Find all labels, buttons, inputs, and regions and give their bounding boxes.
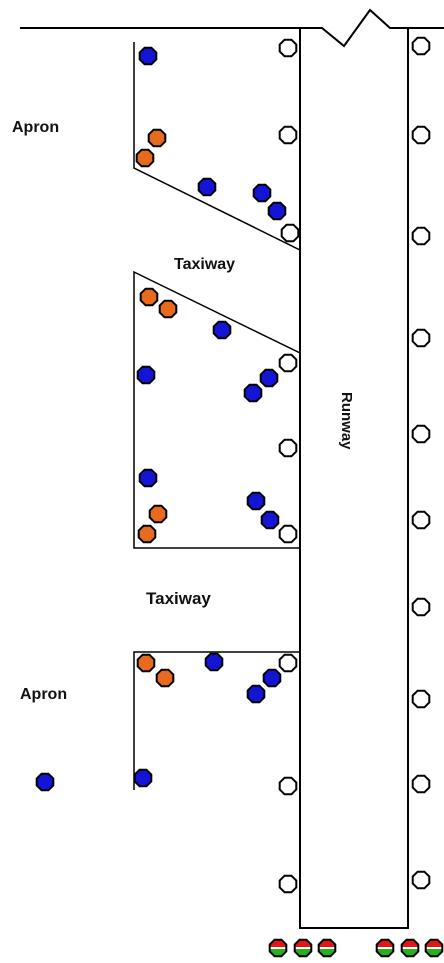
- top-boundary-line: [20, 8, 444, 48]
- white-edge-light: [278, 874, 298, 894]
- blue-taxiway-light: [267, 201, 287, 221]
- blue-taxiway-light: [246, 491, 266, 511]
- top-apron-outline: [133, 42, 301, 252]
- apron-label-bottom: Apron: [20, 686, 67, 703]
- orange-apron-light: [139, 287, 159, 307]
- blue-taxiway-light: [136, 365, 156, 385]
- white-edge-light: [278, 776, 298, 796]
- taxiway-label-top: Taxiway: [174, 256, 235, 273]
- blue-taxiway-light: [212, 320, 232, 340]
- white-edge-light: [411, 36, 431, 56]
- white-edge-light: [278, 524, 298, 544]
- red-green-threshold-light: [375, 938, 395, 958]
- orange-apron-light: [135, 148, 155, 168]
- blue-taxiway-light: [262, 668, 282, 688]
- blue-taxiway-light: [243, 383, 263, 403]
- red-green-threshold-light: [317, 938, 337, 958]
- blue-taxiway-light: [246, 684, 266, 704]
- white-edge-light: [411, 510, 431, 530]
- blue-taxiway-light: [259, 368, 279, 388]
- orange-apron-light: [158, 299, 178, 319]
- white-edge-light: [411, 689, 431, 709]
- white-edge-light: [278, 38, 298, 58]
- runway-outline: [299, 28, 409, 929]
- white-edge-light: [411, 328, 431, 348]
- middle-apron-outline: [133, 270, 301, 549]
- lights-layer: [35, 36, 444, 958]
- white-edge-light: [411, 774, 431, 794]
- red-green-threshold-light: [400, 938, 420, 958]
- taxiway-label-middle: Taxiway: [146, 589, 211, 608]
- blue-taxiway-light: [197, 177, 217, 197]
- white-edge-light: [411, 424, 431, 444]
- blue-taxiway-light: [35, 772, 55, 792]
- orange-apron-light: [147, 128, 167, 148]
- runway-label: Runway: [338, 392, 355, 450]
- white-edge-light: [411, 226, 431, 246]
- red-green-threshold-light: [293, 938, 313, 958]
- white-edge-light: [278, 125, 298, 145]
- white-edge-light: [411, 125, 431, 145]
- blue-taxiway-light: [138, 46, 158, 66]
- red-green-threshold-light: [424, 938, 444, 958]
- white-edge-light: [411, 597, 431, 617]
- blue-taxiway-light: [138, 468, 158, 488]
- blue-taxiway-light: [260, 510, 280, 530]
- bottom-apron-outline: [133, 651, 301, 790]
- white-edge-light: [278, 353, 298, 373]
- apron-label-top: Apron: [12, 119, 59, 136]
- orange-apron-light: [137, 524, 157, 544]
- white-edge-light: [278, 653, 298, 673]
- blue-taxiway-light: [204, 652, 224, 672]
- red-green-threshold-light: [268, 938, 288, 958]
- orange-apron-light: [136, 653, 156, 673]
- orange-apron-light: [148, 504, 168, 524]
- white-edge-light: [280, 223, 300, 243]
- blue-taxiway-light: [133, 768, 153, 788]
- white-edge-light: [411, 870, 431, 890]
- orange-apron-light: [155, 668, 175, 688]
- blue-taxiway-light: [252, 183, 272, 203]
- white-edge-light: [278, 438, 298, 458]
